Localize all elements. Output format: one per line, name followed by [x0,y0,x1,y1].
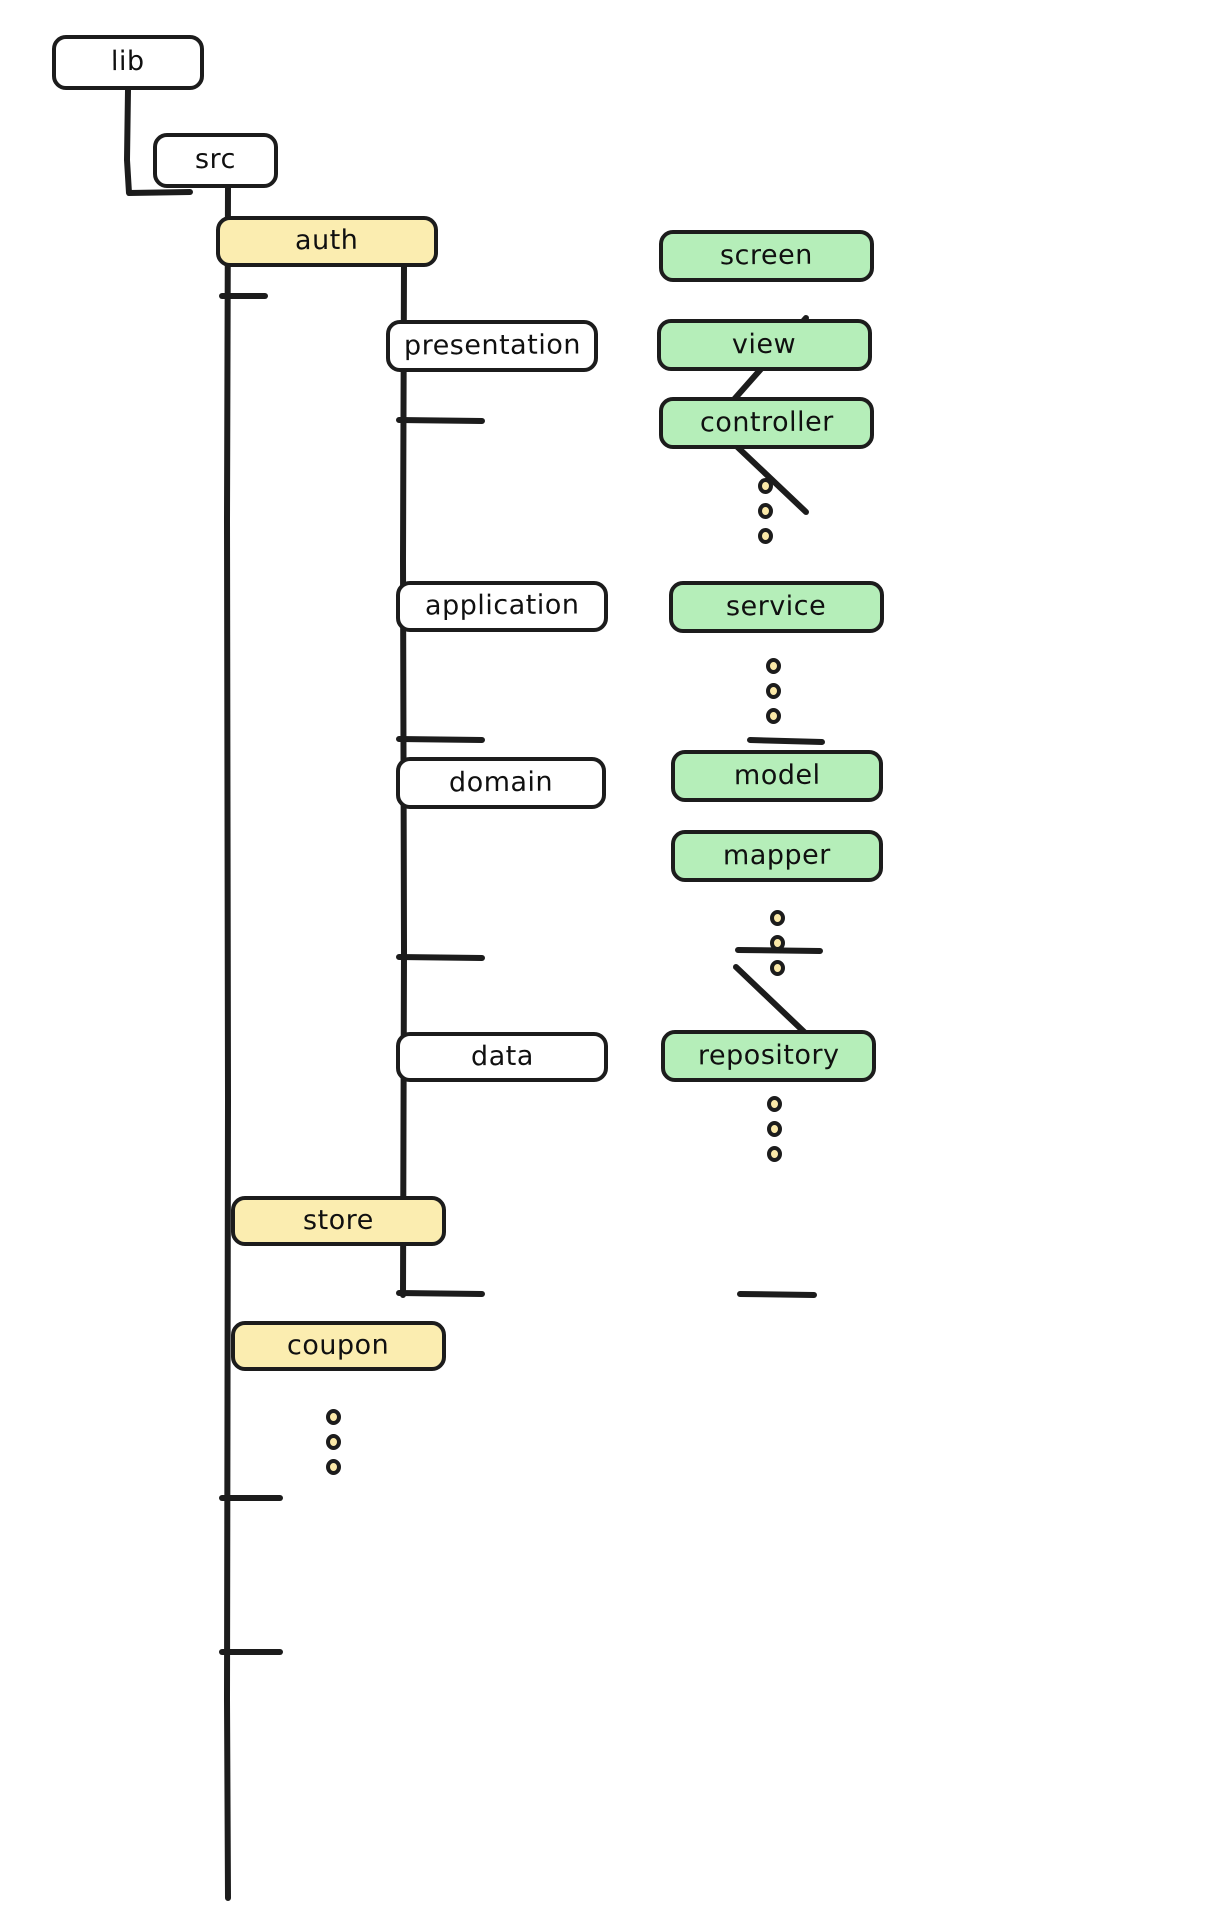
node-domain-label: domain [448,766,554,798]
ellipsis-application-more [766,658,781,724]
node-mapper[interactable]: mapper [671,830,883,882]
ellipsis-dot [767,1146,782,1162]
ellipsis-dot [326,1459,341,1475]
ellipsis-dot [758,528,773,544]
node-view[interactable]: view [657,319,872,371]
node-coupon-label: coupon [287,1329,390,1361]
node-auth-label: auth [295,224,359,257]
node-domain[interactable]: domain [396,757,606,809]
ellipsis-dot [767,1096,782,1112]
node-screen[interactable]: screen [659,230,874,282]
ellipsis-dot [770,960,785,976]
node-model[interactable]: model [671,750,883,802]
node-repository-label: repository [697,1039,840,1071]
node-auth[interactable]: auth [216,216,438,267]
node-mapper-label: mapper [722,839,832,871]
ellipsis-dot [770,935,785,951]
node-src[interactable]: src [153,133,278,188]
node-lib-label: lib [111,45,145,78]
ellipsis-presentation-more [758,478,773,544]
node-store[interactable]: store [231,1196,446,1246]
node-store-label: store [302,1204,374,1236]
node-data-label: data [470,1040,534,1072]
node-application-label: application [424,589,580,622]
ellipsis-dot [766,658,781,674]
ellipsis-dot [758,478,773,494]
node-application[interactable]: application [396,581,608,632]
ellipsis-dot [326,1409,341,1425]
node-view-label: view [732,328,797,360]
node-lib[interactable]: lib [52,35,204,90]
node-repository[interactable]: repository [661,1030,876,1082]
node-controller[interactable]: controller [659,397,874,449]
node-model-label: model [733,759,821,791]
node-presentation[interactable]: presentation [386,320,598,372]
ellipsis-dot [326,1434,341,1450]
ellipsis-data-more [767,1096,782,1162]
node-src-label: src [194,143,237,176]
node-data[interactable]: data [396,1032,608,1082]
ellipsis-dot [766,708,781,724]
node-screen-label: screen [720,239,813,271]
node-coupon[interactable]: coupon [231,1321,446,1371]
ellipsis-domain-more [770,910,785,976]
ellipsis-dot [770,910,785,926]
ellipsis-src-more [326,1409,341,1475]
node-service[interactable]: service [669,581,884,633]
node-presentation-label: presentation [403,328,581,362]
node-controller-label: controller [699,406,834,438]
node-service-label: service [726,590,827,622]
ellipsis-dot [767,1121,782,1137]
ellipsis-dot [758,503,773,519]
ellipsis-dot [766,683,781,699]
